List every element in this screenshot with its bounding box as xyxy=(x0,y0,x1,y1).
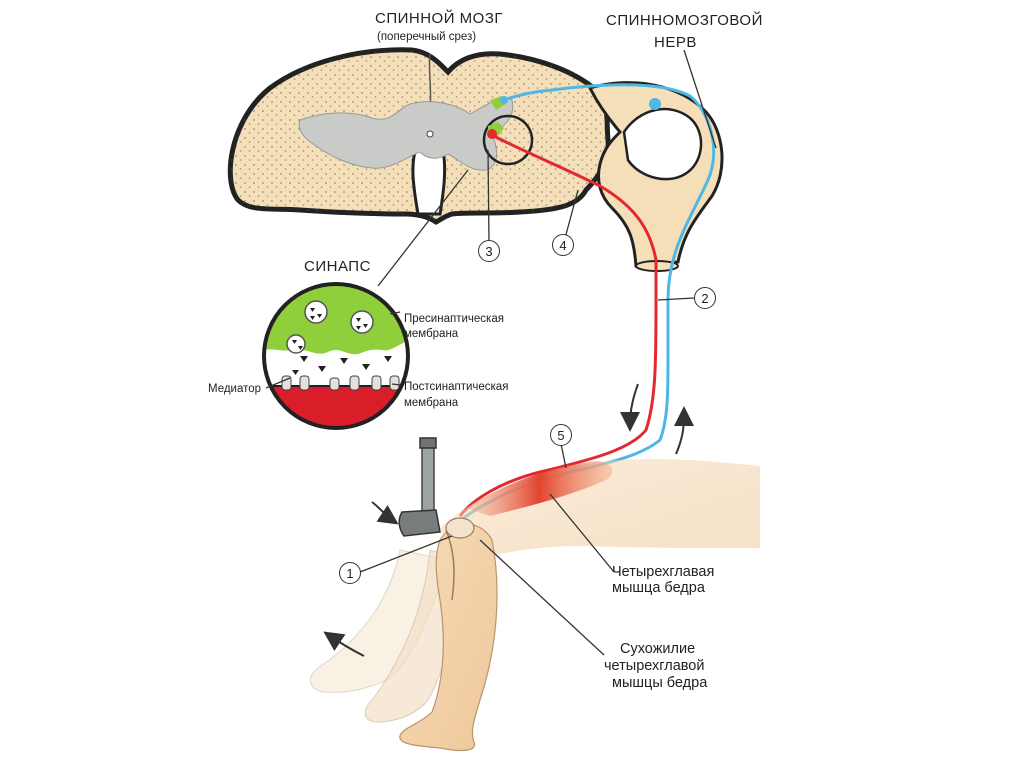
grey-matter xyxy=(298,98,514,171)
marker-1: 1 xyxy=(339,562,361,584)
leg-illustration xyxy=(309,459,760,752)
presynaptic-terminal xyxy=(264,284,408,355)
synapse-title: СИНАПС xyxy=(304,258,371,275)
marker-5: 5 xyxy=(550,424,572,446)
spinal-nerve-label-line1: СПИННОМОЗГОВОЙ xyxy=(606,12,763,29)
spinal-cord-title: СПИННОЙ МОЗГ xyxy=(375,10,504,27)
presynaptic-label-line2: мембрана xyxy=(404,328,459,340)
quadriceps-muscle xyxy=(466,461,613,516)
synaptic-vesicles xyxy=(286,300,374,354)
synapse-magnified xyxy=(262,282,410,430)
tendon-label-line3: мышцы бедра xyxy=(612,675,708,691)
tendon-label-line2: четырехглавой xyxy=(604,658,705,674)
synapse-focus-circle xyxy=(482,114,534,166)
lower-leg xyxy=(399,523,498,752)
motor-pathway xyxy=(458,132,658,517)
quadriceps-label-line2: мышца бедра xyxy=(612,580,705,596)
reflex-hammer xyxy=(398,437,441,537)
receptor-pegs xyxy=(281,375,400,391)
marker-4: 4 xyxy=(552,234,574,256)
spinal-cord-subtitle: (поперечный срез) xyxy=(377,31,477,43)
mediator-label: Медиатор xyxy=(208,383,262,395)
spinal-nerve-label-line2: НЕРВ xyxy=(654,34,697,51)
leader-lines xyxy=(265,49,717,656)
kneecap xyxy=(445,517,475,539)
hammer-strike-arrow xyxy=(371,501,399,525)
dorsal-root-loop xyxy=(622,107,703,181)
efferent-arrow xyxy=(620,383,641,432)
leg-swing-arrow xyxy=(323,631,365,657)
motor-synapse-dot xyxy=(487,129,497,139)
spinal-cord-section xyxy=(227,47,724,272)
sensory-ganglion-dot xyxy=(649,98,661,110)
tendon-label-line1: Сухожилие xyxy=(620,641,696,657)
sensory-end-dot xyxy=(500,96,508,104)
quadriceps-label-line1: Четырехглавая xyxy=(612,564,715,580)
mediator-molecules xyxy=(292,356,392,375)
postsynaptic-label-line2: мембрана xyxy=(404,397,459,409)
postsynaptic-label-line1: Постсинаптическая xyxy=(404,381,509,393)
patellar-tendon xyxy=(445,529,455,601)
marker-3: 3 xyxy=(478,240,500,262)
afferent-arrow xyxy=(673,406,694,455)
presynaptic-label-line1: Пресинаптическая xyxy=(404,313,504,325)
marker-2: 2 xyxy=(694,287,716,309)
